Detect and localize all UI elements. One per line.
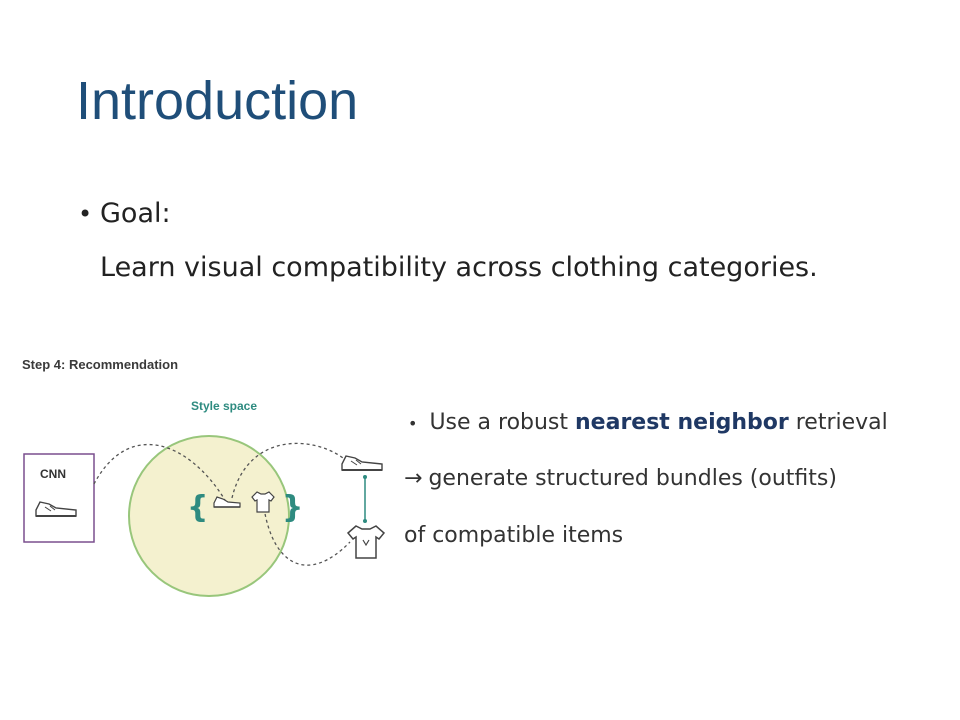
- bullet-line1-bold: nearest neighbor: [575, 410, 789, 435]
- sneaker-icon: [35, 501, 77, 517]
- cnn-to-sneaker-link: [93, 444, 226, 501]
- step-heading: Step 4: Recommendation: [22, 357, 179, 372]
- bullet-compatible-items: of compatible items: [404, 523, 624, 548]
- goal-description: Learn visual compatibility across clothi…: [100, 252, 818, 283]
- cnn-label: CNN: [40, 467, 66, 481]
- goal-bullet: • Goal:: [78, 198, 171, 229]
- arrow-icon: →: [404, 466, 423, 491]
- bullet-dot: •: [78, 200, 93, 228]
- bullet-line1-prefix: Use a robust: [429, 410, 576, 435]
- style-space-label: Style space: [191, 399, 257, 413]
- cnn-box: [23, 453, 95, 543]
- bullet-dot: •: [408, 414, 418, 433]
- bullet-nearest-neighbor: • Use a robust nearest neighbor retrieval: [408, 410, 888, 435]
- shirt-to-outer-shirt-link: [263, 507, 351, 566]
- goal-label: Goal:: [100, 198, 171, 229]
- sneaker-to-outer-sneaker-link: [231, 442, 349, 499]
- style-space-circle: [128, 435, 290, 597]
- outer-sneaker-icon: [341, 455, 383, 471]
- outer-tshirt-icon: [346, 525, 386, 559]
- inner-sneaker-icon: [213, 496, 241, 508]
- inner-tshirt-icon: [251, 491, 275, 513]
- bullet-generate-bundles: →generate structured bundles (outfits): [404, 466, 837, 491]
- bullet-line1-suffix: retrieval: [788, 410, 888, 435]
- recommendation-diagram: Style space CNN { }: [23, 399, 386, 597]
- bullet-line2-text: generate structured bundles (outfits): [428, 466, 837, 491]
- bundle-connector-dot-top: [363, 475, 367, 479]
- left-brace-icon: {: [187, 490, 208, 525]
- right-brace-icon: }: [282, 490, 303, 525]
- bundle-connector-dot-bottom: [363, 519, 367, 523]
- slide-title: Introduction: [76, 71, 359, 131]
